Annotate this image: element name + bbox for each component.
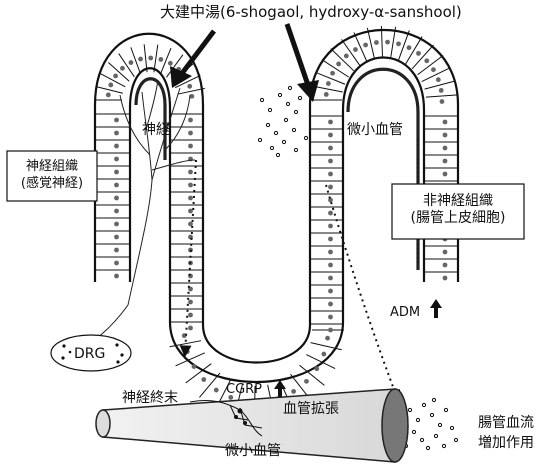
vasodilation-label: 血管拡張 [283,401,339,417]
neural-tissue-line2: (感覚神経) [8,175,96,192]
nerve-ending-label: 神経終末 [122,390,178,406]
drg-label: DRG [74,346,105,362]
nerve-branches [80,80,195,348]
nonneural-tissue-line2: (腸管上皮細胞) [393,210,523,227]
cgrp-up-arrow [274,380,286,398]
neural-tissue-line1: 神経組織 [8,158,96,175]
cgrp-label: CGRP [226,382,262,397]
released-particles-top [258,86,307,156]
neural-tissue-label: 神経組織 (感覚神経) [8,158,96,192]
adm-up-arrow [430,299,442,318]
nerve-label: 神経 [142,122,170,138]
microvessel-top-label: 微小血管 [347,122,403,138]
adm-label: ADM [390,305,420,320]
blood-flow-label-line2: 増加作用 [478,435,534,451]
nonneural-tissue-line1: 非神経組織 [393,193,523,210]
title-label: 大建中湯(6-shogaol, hydroxy-α-sanshool) [160,3,462,21]
nonneural-tissue-label: 非神経組織 (腸管上皮細胞) [393,193,523,227]
microvessel-bottom-label: 微小血管 [225,443,281,459]
blood-flow-label-line1: 腸管血流 [478,415,534,431]
pathway-lines [185,160,398,400]
released-particles-right [404,398,457,449]
drug-arrows [170,24,319,102]
